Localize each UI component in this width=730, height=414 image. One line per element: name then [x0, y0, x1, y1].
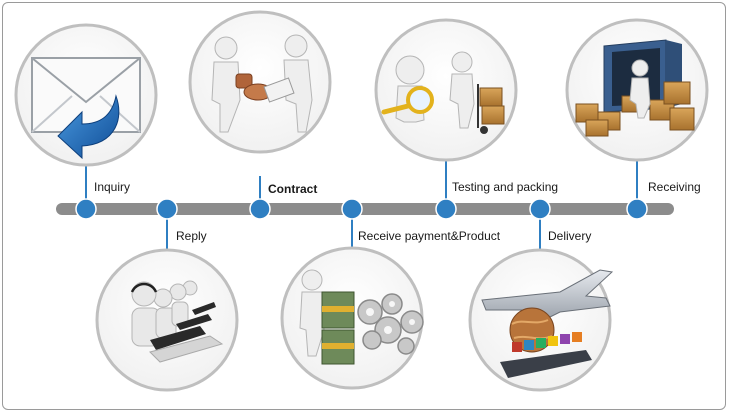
node-delivery: [529, 198, 551, 220]
document-icon: [263, 77, 295, 103]
node-inquiry: [75, 198, 97, 220]
step-label-reply: Reply: [176, 229, 207, 243]
node-contract: [249, 198, 271, 220]
node-receiving: [626, 198, 648, 220]
node-reply: [156, 198, 178, 220]
delivery-illustration: [468, 248, 614, 392]
people-exchange-icon: [211, 34, 313, 133]
step-label-delivery: Delivery: [548, 229, 592, 243]
worker-icon: [629, 59, 651, 119]
step-label-contract: Contract: [268, 182, 318, 196]
testing-illustration: [374, 18, 518, 162]
step-label-receiving: Receiving: [648, 180, 701, 194]
call-center-agents-icon: [130, 280, 224, 363]
step-label-inquiry: Inquiry: [94, 180, 131, 194]
stamp-icon: [235, 73, 253, 89]
magnifier-icon: [381, 86, 434, 115]
cargo-ship-icon: [500, 332, 592, 378]
payment-illustration: [280, 246, 424, 390]
worker-icon: [449, 51, 475, 129]
receiving-illustration: [565, 18, 709, 162]
inquiry-illustration: [14, 23, 158, 167]
contract-illustration: [188, 10, 332, 154]
envelope-icon: [31, 57, 141, 133]
person-icon: [299, 269, 325, 357]
reply-illustration: [95, 248, 239, 392]
reply-arrow-icon: [57, 94, 120, 160]
money-stack-icon: [321, 291, 355, 365]
cargo-boxes-icon: [575, 81, 695, 137]
node-testing: [435, 198, 457, 220]
timeline-bar: [56, 203, 674, 215]
step-label-payment: Receive payment&Product: [358, 229, 501, 243]
timeline-nodes: [75, 198, 648, 220]
step-label-testing: Testing and packing: [452, 180, 559, 194]
node-payment: [341, 198, 363, 220]
hand-truck-boxes-icon: [477, 84, 505, 134]
